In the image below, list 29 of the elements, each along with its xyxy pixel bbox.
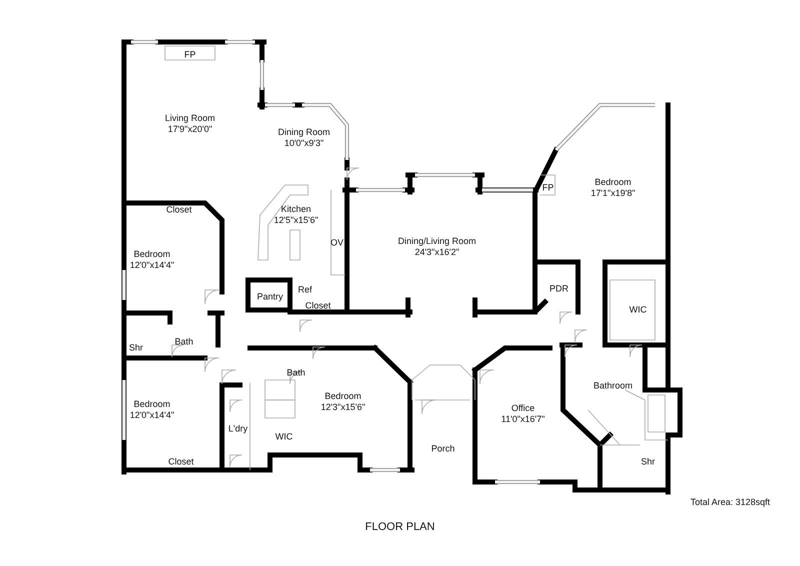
room-label: Shr [641, 456, 655, 468]
room-label: L'dry [228, 424, 248, 434]
room-label: OV [330, 238, 344, 248]
plan-caption: FLOOR PLAN [365, 521, 435, 533]
area-note: Total Area: 3128sqft [690, 497, 770, 507]
room-label: Kitchen 12'5"x15'6" [274, 204, 318, 226]
room-label: FP [542, 182, 554, 194]
room-label: WIC [275, 432, 293, 442]
room-label: Bedroom 12'0"x14'4" [130, 249, 174, 271]
room-label: FP [184, 50, 196, 60]
room-label: Closet [166, 204, 192, 216]
room-label: Bathroom [593, 380, 633, 392]
room-label: Bath [174, 336, 194, 348]
room-label: Dining Room 10'0"x9'3" [278, 127, 330, 149]
room-label: Porch [431, 444, 455, 454]
room-label: Ref [298, 284, 312, 296]
room-label: PDR [550, 284, 568, 294]
room-label: Pantry [257, 292, 283, 302]
room-label: Bath [286, 368, 306, 378]
room-label: Bedroom 12'0"x14'4" [130, 399, 174, 421]
room-label: Living Room 17'9"x20'0" [164, 113, 216, 135]
room-label: Shr [129, 342, 143, 354]
room-label: Bedroom 12'3"x15'6" [320, 391, 366, 413]
room-label: Bedroom 17'1"x19'8" [590, 177, 636, 199]
room-label: WIC [629, 304, 647, 316]
room-label: Office 11'0"x16'7" [501, 403, 545, 425]
room-label: Dining/Living Room 24'3"x16'2" [398, 236, 476, 258]
room-label: Closet [305, 300, 331, 312]
room-label: Closet [168, 456, 194, 468]
